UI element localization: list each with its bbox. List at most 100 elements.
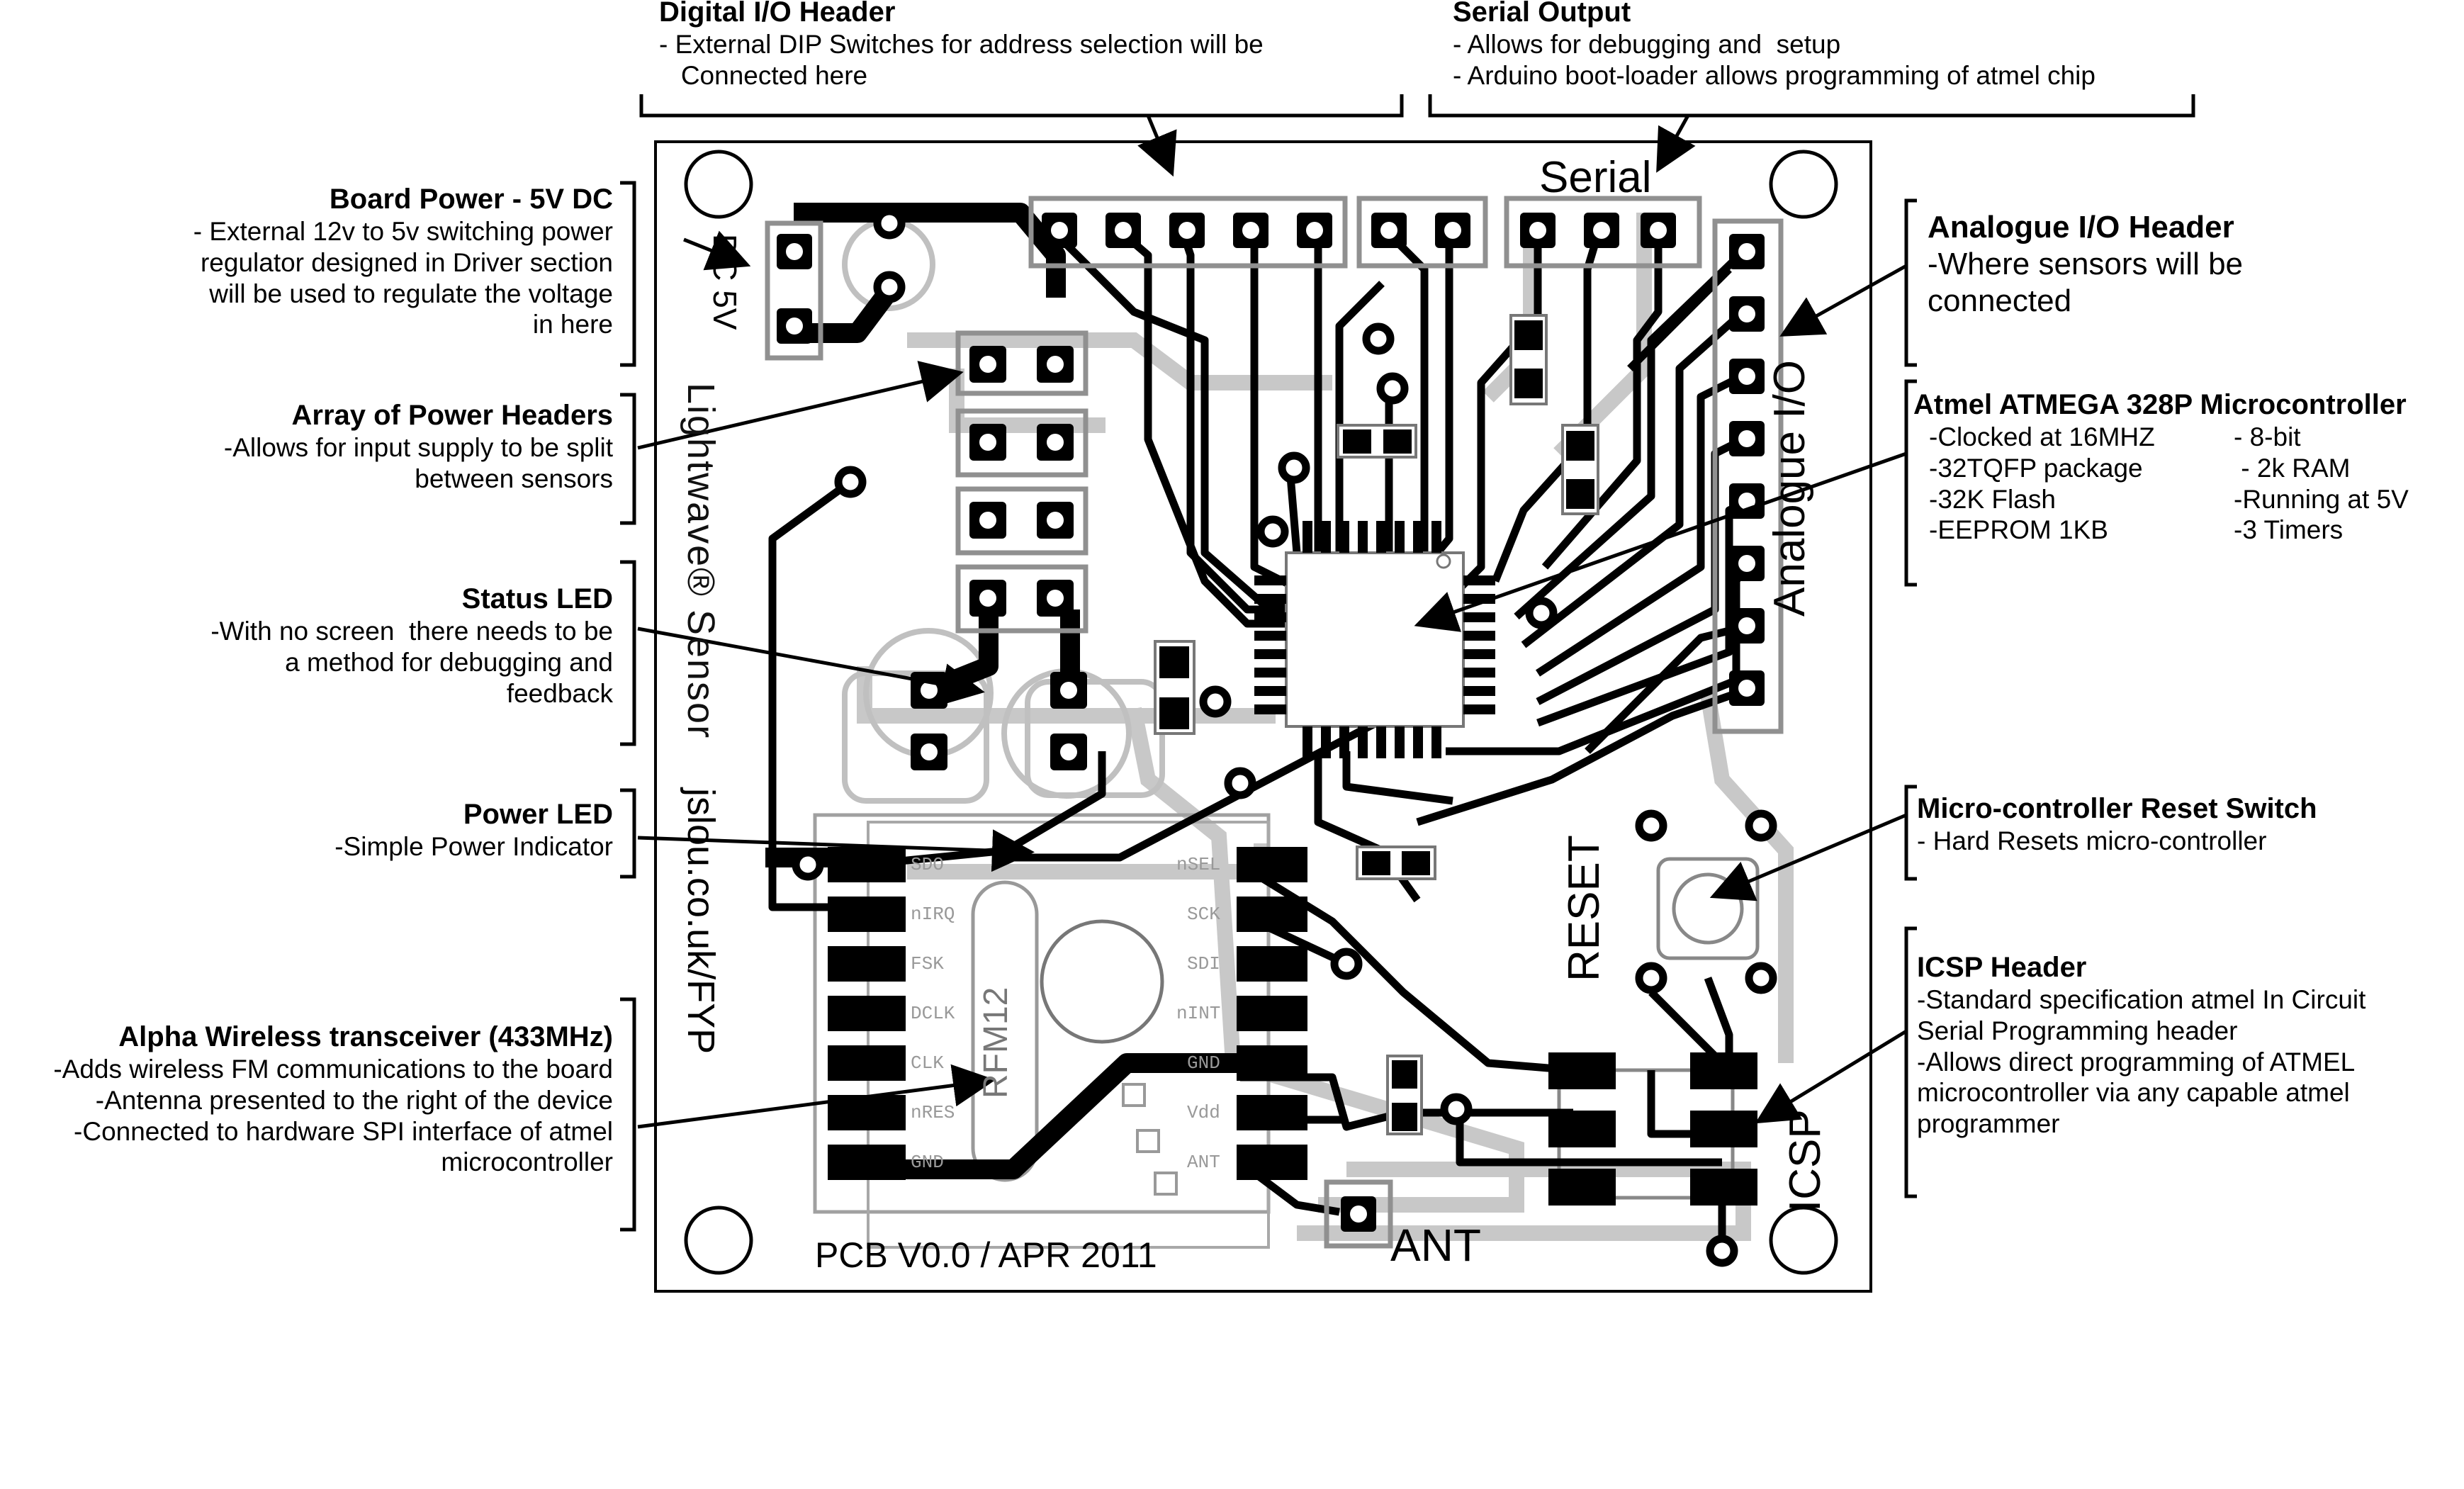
- annotation-line: Serial Programming header: [1917, 1016, 2238, 1045]
- annotation-serial-output: Serial Output - Allows for debugging and…: [1453, 0, 2232, 91]
- annotation-brackets: [620, 94, 2195, 1232]
- annotation-line: -Where sensors will be: [1928, 246, 2244, 281]
- rfm-pin-label: CLK: [911, 1052, 944, 1074]
- annotation-line: in here: [532, 310, 613, 339]
- annotation-line: -Clocked at 16MHZ: [1929, 422, 2155, 452]
- pcb-version-label: PCB V0.0 / APR 2011: [815, 1235, 1157, 1275]
- annotation-atmel-mcu: Atmel ATMEGA 328P Microcontroller -Clock…: [1913, 388, 2459, 546]
- rfm-small-parts: [1122, 1083, 1178, 1196]
- annotation-line: -3 Timers: [2234, 515, 2344, 545]
- annotation-line: programmer: [1917, 1108, 2060, 1138]
- annotation-wireless-transceiver: Alpha Wireless transceiver (433MHz) -Add…: [0, 1021, 613, 1178]
- annotation-line: -32TQFP package: [1929, 453, 2143, 483]
- annotation-line: microcontroller via any capable atmel: [1917, 1078, 2350, 1108]
- rfm-pin-label: ANT: [1187, 1152, 1220, 1173]
- power-header-array: [955, 330, 1088, 634]
- annotation-title: Digital I/O Header: [659, 0, 896, 28]
- annotation-line: microcontroller: [441, 1147, 613, 1177]
- mounting-holes: [684, 150, 1838, 1275]
- serial-header: [1504, 196, 1702, 269]
- analogue-header: [1712, 218, 1784, 734]
- url-silk-label: jslou.co.uk/FYP: [680, 788, 722, 1055]
- mcu-pin1-dot: [1436, 554, 1451, 569]
- annotation-line: -Antenna presented to the right of the d…: [95, 1085, 613, 1115]
- annotation-reset-switch: Micro-controller Reset Switch - Hard Res…: [1917, 792, 2463, 857]
- annotation-line: will be used to regulate the voltage: [209, 279, 613, 308]
- annotation-title: Power LED: [463, 799, 613, 830]
- rfm-pin-label: GND: [911, 1152, 944, 1173]
- annotation-line: a method for debugging and: [285, 647, 613, 677]
- annotation-title: Array of Power Headers: [291, 400, 613, 431]
- annotation-arrows: [637, 114, 1908, 1129]
- annotation-power-led: Power LED -Simple Power Indicator: [85, 798, 613, 863]
- annotation-line: - 8-bit: [2234, 422, 2301, 452]
- annotation-title: Alpha Wireless transceiver (433MHz): [118, 1021, 613, 1052]
- annotation-board-power: Board Power - 5V DC - External 12v to 5v…: [85, 183, 613, 340]
- annotation-line: - 2k RAM: [2234, 453, 2351, 483]
- rfm-pin-label: DCLK: [911, 1003, 955, 1024]
- rfm-pin-label: SDO: [911, 854, 944, 875]
- annotation-line: -Allows direct programming of ATMEL: [1917, 1047, 2356, 1077]
- annotation-analogue-io: Analogue I/O Header -Where sensors will …: [1928, 209, 2424, 320]
- annotation-title: Board Power - 5V DC: [329, 184, 613, 215]
- annotation-title: Serial Output: [1453, 0, 1631, 28]
- icsp-pads: [1548, 1052, 1757, 1206]
- annotation-line: -Adds wireless FM communications to the …: [53, 1055, 613, 1084]
- annotation-line: -32K Flash: [1929, 484, 2056, 514]
- annotation-title: ICSP Header: [1917, 952, 2087, 983]
- rfm-pin-label: SCK: [1187, 904, 1220, 925]
- annotation-digital-io: Digital I/O Header - External DIP Switch…: [659, 0, 1403, 91]
- annotation-line: between sensors: [415, 463, 613, 493]
- annotation-power-headers: Array of Power Headers -Allows for input…: [71, 399, 613, 495]
- rfm-left-pads: [828, 847, 906, 1180]
- annotation-line: Connected here: [659, 60, 868, 90]
- digital-io-header: [1028, 196, 1488, 269]
- rfm12-silk-label: RFM12: [977, 987, 1015, 1099]
- annotation-line: -With no screen there needs to be: [210, 617, 613, 646]
- annotation-title: Analogue I/O Header: [1928, 210, 2234, 245]
- annotation-line: -EEPROM 1KB: [1929, 515, 2108, 545]
- annotation-line: - Arduino boot-loader allows programming…: [1453, 60, 2095, 90]
- annotation-line: feedback: [506, 678, 613, 708]
- annotation-line: - External 12v to 5v switching power: [193, 217, 613, 247]
- reset-silk-label: RESET: [1560, 835, 1609, 982]
- annotation-line: -Running at 5V: [2234, 484, 2409, 514]
- annotation-line: regulator designed in Driver section: [200, 247, 613, 277]
- annotation-title: Micro-controller Reset Switch: [1917, 793, 2317, 824]
- mcu-outline: [1285, 551, 1465, 728]
- annotation-line: -Allows for input supply to be split: [223, 433, 613, 463]
- dc-5v-silk-label: DC 5V: [707, 234, 743, 330]
- rfm-pin-label: GND: [1187, 1052, 1220, 1074]
- ant-pad-outline: [1324, 1179, 1393, 1249]
- annotation-line: -Standard specification atmel In Circuit: [1917, 985, 2366, 1015]
- vias: [792, 207, 1777, 1267]
- annotation-line: - Allows for debugging and setup: [1453, 30, 1841, 60]
- annotation-line: -Simple Power Indicator: [334, 832, 613, 862]
- annotation-status-led: Status LED -With no screen there needs t…: [85, 583, 613, 709]
- rfm-pin-label: nRES: [911, 1102, 955, 1123]
- rfm-pin-label: FSK: [911, 953, 944, 974]
- annotation-line: connected: [1928, 283, 2072, 318]
- rfm-pin-label: nIRQ: [911, 904, 955, 925]
- annotation-title: Atmel ATMEGA 328P Microcontroller: [1913, 389, 2407, 420]
- mcu-pins: [1254, 521, 1495, 758]
- serial-silk-label: Serial: [1539, 153, 1652, 202]
- annotation-line: -Connected to hardware SPI interface of …: [74, 1116, 613, 1146]
- smd-components: [1154, 314, 1599, 1135]
- rfm-pin-label: nSEL: [1176, 854, 1221, 875]
- rfm-pin-label: Vdd: [1187, 1102, 1220, 1123]
- pad-centers: [786, 222, 1755, 1223]
- icsp-silk-label: ICSP: [1781, 1109, 1830, 1212]
- annotation-line: - Hard Resets micro-controller: [1917, 826, 2267, 856]
- analogue-silk-label: Analogue I/O: [1765, 360, 1814, 617]
- annotation-line: - External DIP Switches for address sele…: [659, 30, 1264, 60]
- grey-pads: [813, 218, 1760, 1249]
- ant-silk-label: ANT: [1390, 1220, 1481, 1271]
- brand-silk-label: Lightwave® Sensor: [680, 383, 722, 740]
- dc-header: [765, 220, 823, 361]
- rfm-pin-label: SDI: [1187, 953, 1220, 974]
- annotation-icsp-header: ICSP Header -Standard specification atme…: [1917, 951, 2463, 1139]
- annotation-title: Status LED: [461, 583, 613, 614]
- rfm-pin-label: nINT: [1176, 1003, 1221, 1024]
